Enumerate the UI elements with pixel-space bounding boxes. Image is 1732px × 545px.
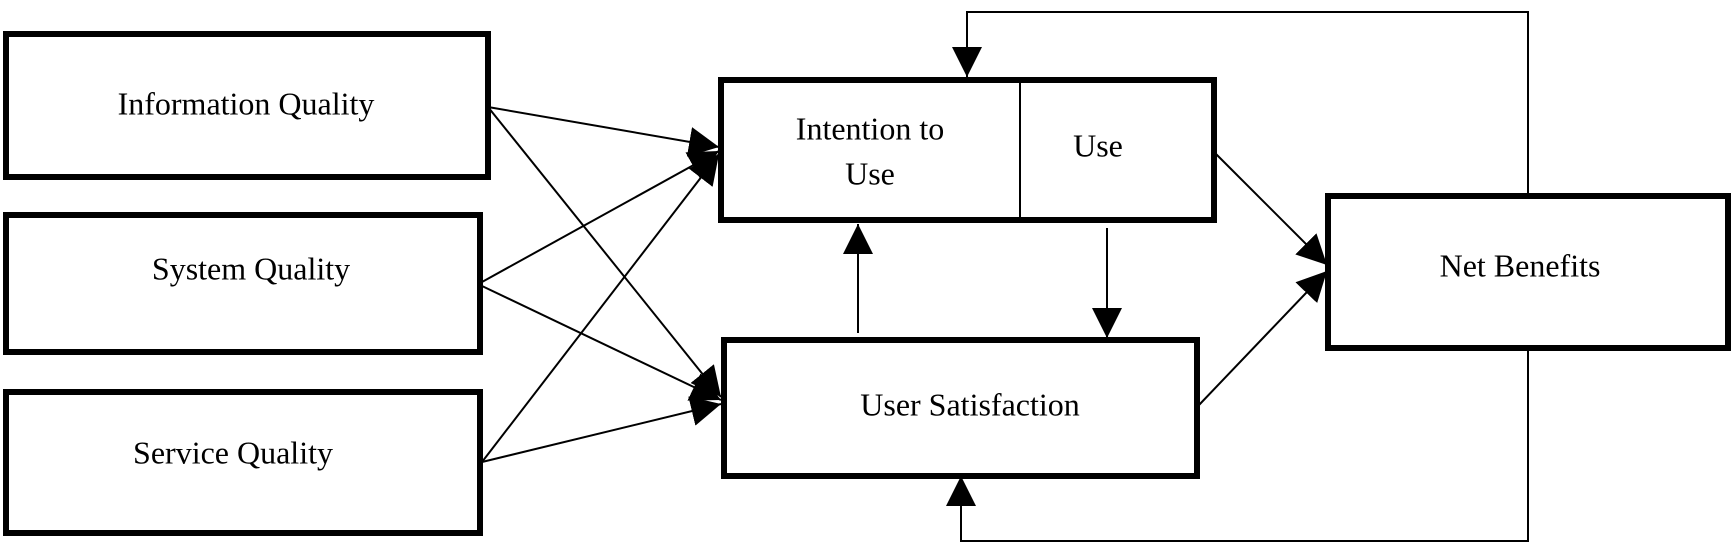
box-system-quality: System Quality <box>3 212 483 355</box>
system-quality-label: System Quality <box>152 250 350 286</box>
edge-servicequality-to-satisfaction <box>481 396 722 463</box>
edge-systemquality-to-intention <box>481 150 720 283</box>
edge-netbenefits-to-intention-feedback <box>952 11 1529 195</box>
edge-infoquality-to-intention <box>487 106 720 157</box>
edges <box>481 11 1529 542</box>
box-intention-use: Intention to Use Use <box>718 77 1217 223</box>
information-quality-label: Information Quality <box>118 85 375 121</box>
service-quality-label: Service Quality <box>133 434 333 470</box>
edge-netbenefits-to-satisfaction-feedback <box>946 349 1529 542</box>
box-service-quality: Service Quality <box>3 389 483 536</box>
box-information-quality: Information Quality <box>3 31 491 180</box>
edge-servicequality-to-intention <box>481 153 720 463</box>
box-net-benefits: Net Benefits <box>1325 193 1731 351</box>
edge-systemquality-to-satisfaction <box>481 285 722 401</box>
edge-infoquality-to-satisfaction <box>487 106 722 398</box>
intention-to-use-label-line1: Intention to <box>796 110 944 146</box>
box-user-satisfaction: User Satisfaction <box>721 337 1200 479</box>
edge-satisfaction-to-netbenefits <box>1198 270 1328 406</box>
use-label: Use <box>1073 127 1123 163</box>
intention-to-use-label-line2: Use <box>845 155 895 191</box>
edge-use-to-netbenefits <box>1214 152 1328 266</box>
net-benefits-label: Net Benefits <box>1440 247 1601 283</box>
user-satisfaction-label: User Satisfaction <box>860 386 1080 422</box>
